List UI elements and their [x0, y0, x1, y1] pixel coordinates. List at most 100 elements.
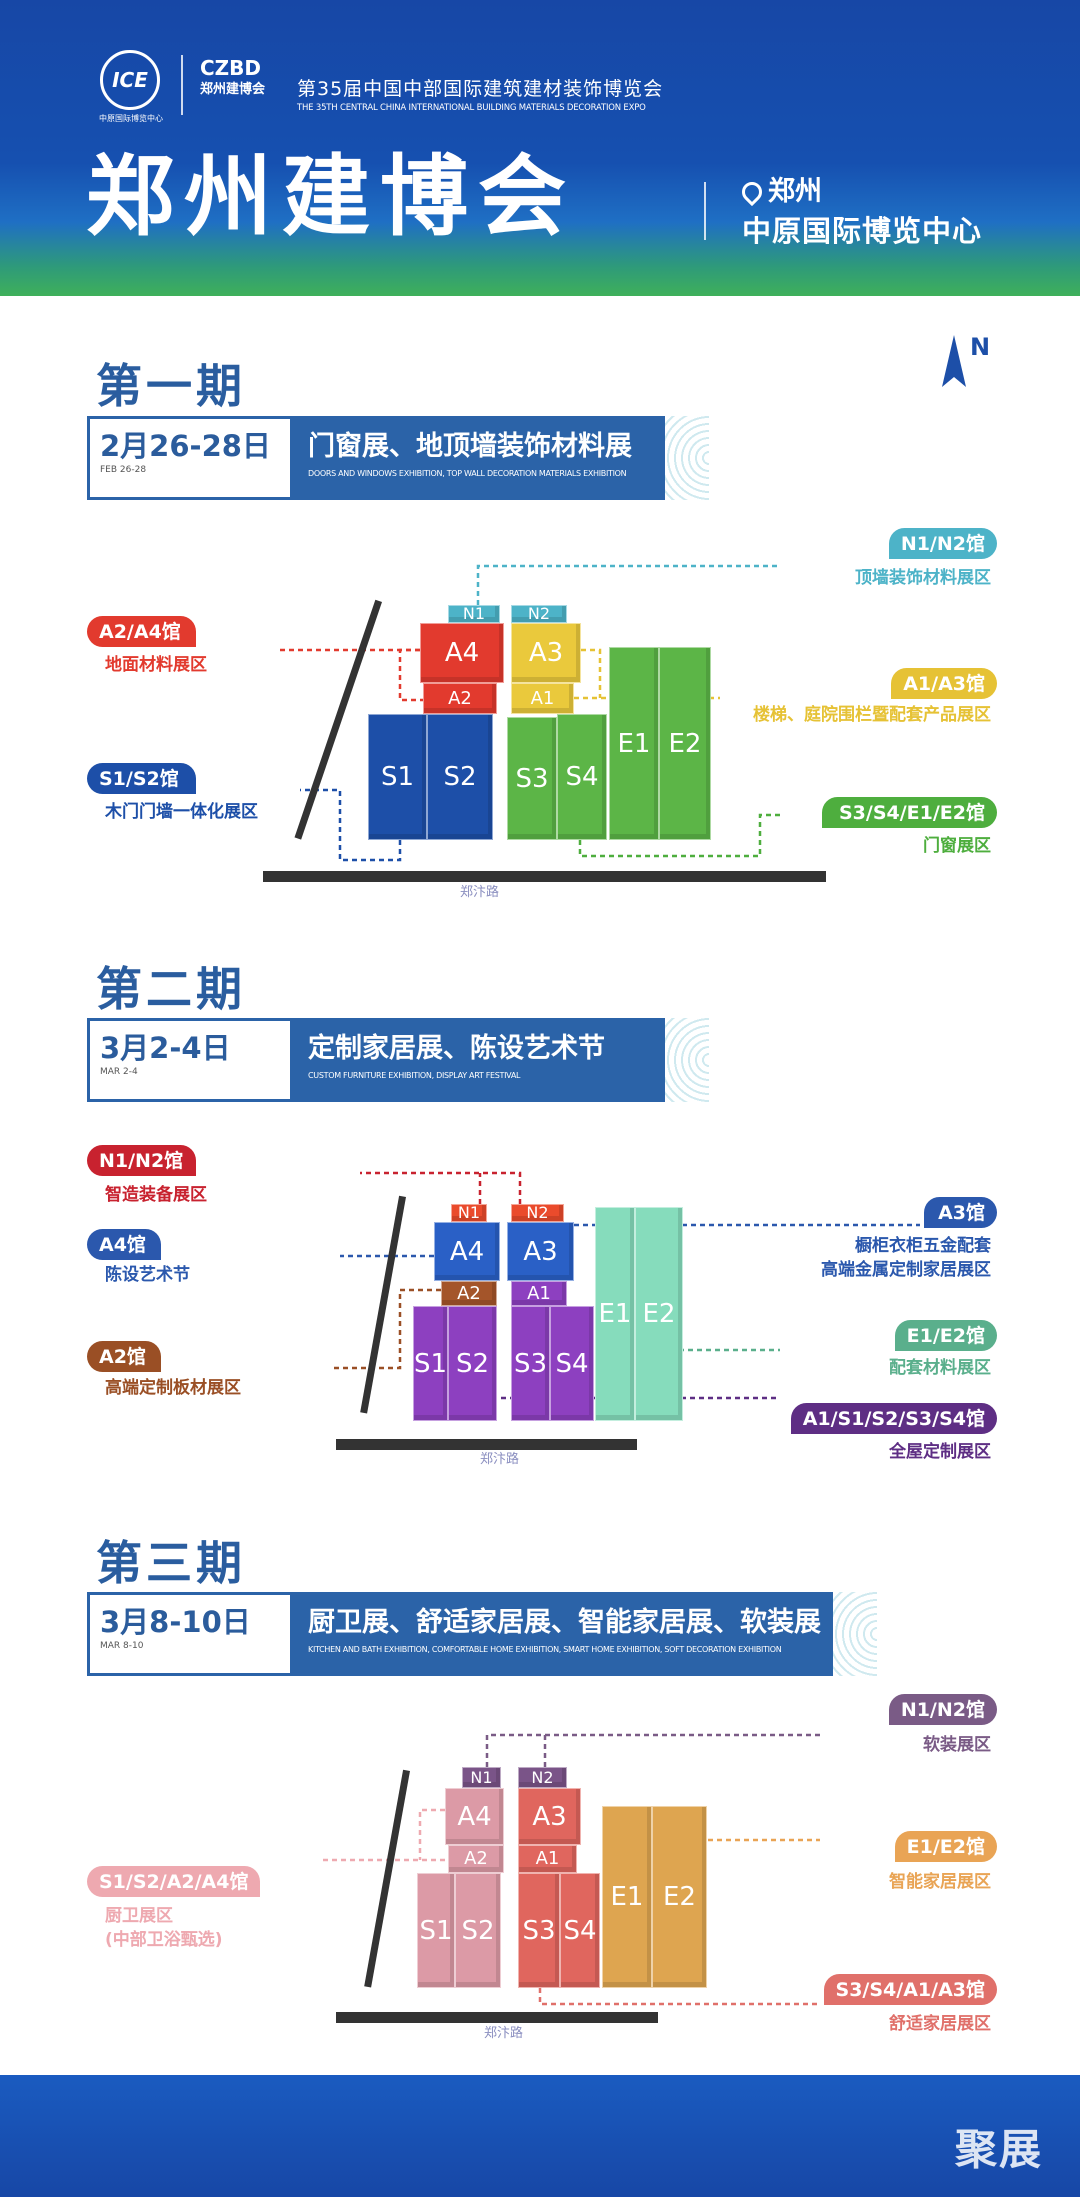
zone-description: 智造装备展区 — [105, 1185, 207, 1205]
side-road — [364, 1769, 410, 1988]
hall-e1[interactable]: E1 — [602, 1806, 652, 1988]
hall-a4[interactable]: A4 — [420, 623, 504, 683]
zone-description: 陈设艺术节 — [105, 1265, 190, 1285]
hall-n2[interactable]: N2 — [511, 1204, 564, 1222]
zone-description: 地面材料展区 — [105, 655, 207, 675]
zone-description: 顶墙装饰材料展区 — [855, 568, 991, 588]
hall-a3[interactable]: A3 — [511, 623, 581, 683]
hall-s4[interactable]: S4 — [550, 1306, 594, 1421]
hall-s1[interactable]: S1 — [417, 1873, 455, 1988]
hall-n1[interactable]: N1 — [462, 1767, 501, 1788]
phase-theme: 定制家居展、陈设艺术节 — [308, 1033, 605, 1064]
phase-date-en: MAR 2-4 — [100, 1067, 138, 1077]
hall-s4[interactable]: S4 — [557, 714, 607, 840]
hall-n1[interactable]: N1 — [448, 605, 500, 623]
zone-tag[interactable]: N1/N2馆 — [87, 1145, 196, 1176]
hall-e2[interactable]: E2 — [659, 647, 711, 840]
zone-tag[interactable]: A4馆 — [87, 1229, 161, 1260]
zone-description: 高端定制板材展区 — [105, 1378, 241, 1398]
dashed-connector — [360, 1171, 522, 1204]
phase-date-box: 3月2-4日 MAR 2-4 — [90, 1021, 290, 1099]
dashed-connector — [581, 648, 602, 698]
zone-description: 配套材料展区 — [889, 1358, 991, 1378]
phase-theme-en: KITCHEN AND BATH EXHIBITION, COMFORTABLE… — [308, 1645, 782, 1654]
dashed-connector — [476, 564, 780, 605]
north-arrow-icon: N — [940, 329, 1000, 394]
hall-s3[interactable]: S3 — [518, 1873, 560, 1988]
zone-tag[interactable]: E1/E2馆 — [894, 1320, 997, 1351]
hall-s1[interactable]: S1 — [368, 714, 427, 840]
main-road — [336, 1439, 637, 1450]
hall-a3[interactable]: A3 — [507, 1222, 574, 1281]
side-road — [360, 1195, 406, 1414]
hall-a2[interactable]: A2 — [448, 1845, 504, 1873]
title-divider — [704, 182, 706, 240]
phase-title: 第二期 — [96, 962, 246, 1016]
zone-description: 厨卫展区 — [105, 1906, 173, 1926]
zone-tag[interactable]: N1/N2馆 — [888, 1694, 997, 1725]
hall-e1[interactable]: E1 — [595, 1207, 635, 1421]
main-road — [263, 871, 826, 882]
logo-divider — [181, 55, 183, 115]
zone-description: 木门门墙一体化展区 — [105, 802, 258, 822]
zone-description: 橱柜衣柜五金配套 — [855, 1236, 991, 1256]
zone-tag[interactable]: A2/A4馆 — [87, 616, 196, 647]
phase-date: 2月26-28日 — [100, 429, 271, 463]
phase-theme: 厨卫展、舒适家居展、智能家居展、软装展 — [308, 1607, 821, 1638]
main-road — [336, 2012, 658, 2023]
hall-e2[interactable]: E2 — [652, 1806, 707, 1988]
zone-tag[interactable]: S1/S2馆 — [87, 763, 196, 794]
phase-date: 3月2-4日 — [100, 1031, 231, 1065]
hall-e1[interactable]: E1 — [609, 647, 659, 840]
zone-tag[interactable]: A1/S1/S2/S3/S4馆 — [790, 1403, 997, 1434]
czbd-logo-name: 郑州建博会 — [200, 82, 266, 97]
zone-tag[interactable]: A3馆 — [924, 1197, 997, 1228]
hall-n1[interactable]: N1 — [451, 1204, 487, 1222]
hall-a1[interactable]: A1 — [511, 1281, 567, 1306]
hall-n2[interactable]: N2 — [518, 1767, 567, 1788]
hall-a2[interactable]: A2 — [423, 683, 497, 714]
zone-tag[interactable]: A1/A3馆 — [891, 668, 997, 699]
hall-a4[interactable]: A4 — [445, 1788, 504, 1845]
zone-tag[interactable]: S3/S4/A1/A3馆 — [823, 1974, 997, 2005]
zone-tag[interactable]: A2馆 — [87, 1341, 161, 1372]
wave-decoration — [665, 1018, 709, 1102]
zone-description: (中部卫浴甄选) — [105, 1930, 223, 1950]
hall-s3[interactable]: S3 — [507, 717, 557, 840]
zone-tag[interactable]: S1/S2/A2/A4馆 — [87, 1866, 261, 1897]
hall-s4[interactable]: S4 — [560, 1873, 600, 1988]
hall-a1[interactable]: A1 — [518, 1845, 577, 1873]
hall-a4[interactable]: A4 — [434, 1222, 500, 1281]
hall-e2[interactable]: E2 — [635, 1207, 683, 1421]
wave-decoration — [665, 416, 709, 500]
wave-decoration — [833, 1592, 877, 1676]
map-pin-icon — [737, 177, 767, 207]
hall-n2[interactable]: N2 — [511, 605, 567, 623]
city-label: 郑州 — [768, 176, 822, 207]
zone-tag[interactable]: N1/N2馆 — [888, 528, 997, 559]
zone-description: 楼梯、庭院围栏暨配套产品展区 — [753, 705, 991, 725]
zone-description: 舒适家居展区 — [889, 2014, 991, 2034]
zone-tag[interactable]: E1/E2馆 — [894, 1831, 997, 1862]
dashed-connector — [538, 1988, 820, 2006]
hall-a2[interactable]: A2 — [441, 1281, 497, 1306]
hall-a3[interactable]: A3 — [518, 1788, 581, 1845]
zone-tag[interactable]: S3/S4/E1/E2馆 — [822, 797, 997, 828]
venue: 中原国际博览中心 — [742, 214, 983, 248]
hall-s2[interactable]: S2 — [448, 1306, 497, 1421]
organizer-logo: ICE — [100, 50, 160, 110]
hall-s2[interactable]: S2 — [427, 714, 493, 840]
zone-description: 智能家居展区 — [889, 1872, 991, 1892]
phase-title: 第三期 — [96, 1536, 246, 1590]
zone-description: 高端金属定制家居展区 — [821, 1260, 991, 1280]
hall-s3[interactable]: S3 — [511, 1306, 550, 1421]
hall-s2[interactable]: S2 — [455, 1873, 501, 1988]
hall-a1[interactable]: A1 — [511, 683, 574, 714]
brand-logo: 聚展 — [955, 2125, 1044, 2174]
zone-description: 软装展区 — [923, 1735, 991, 1755]
hall-s1[interactable]: S1 — [413, 1306, 448, 1421]
